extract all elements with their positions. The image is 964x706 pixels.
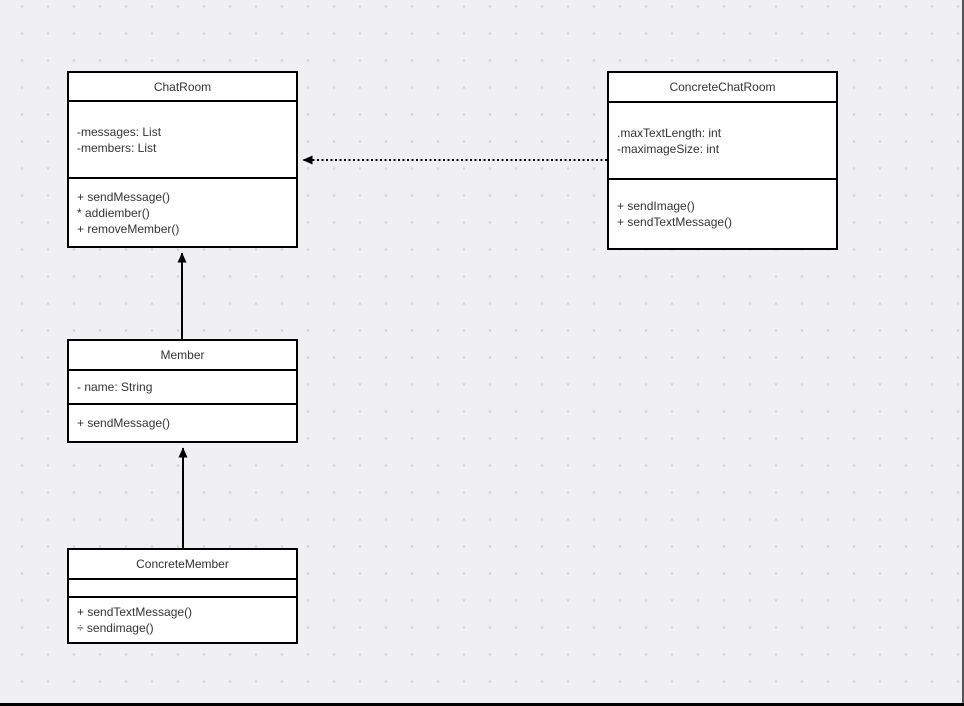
class-member-methods: + sendMessage() [69,405,296,441]
class-concretemember-attributes [69,580,296,598]
class-member-attributes: - name: String [69,371,296,405]
attribute: -messages: List [77,124,162,139]
class-chatroom-title: ChatRoom [69,73,296,102]
class-concretechatroom-attributes: .maxTextLength: int -maximageSize: int [609,103,836,180]
method: * addiember() [77,205,150,220]
class-member[interactable]: Member - name: String + sendMessage() [67,339,298,443]
attribute: - name: String [77,380,153,394]
class-member-title: Member [69,341,296,371]
attribute: -maximageSize: int [617,141,720,156]
class-chatroom[interactable]: ChatRoom -messages: List -members: List … [67,71,298,248]
class-chatroom-methods: + sendMessage() * addiember() + removeMe… [69,179,296,246]
class-concretemember-methods: + sendTextMessage() ÷ sendimage() [69,598,296,642]
method: + sendTextMessage() [77,605,193,619]
attribute: -members: List [77,140,157,155]
method: + sendMessage() [77,416,171,430]
page-boundary-line [0,703,964,706]
method: + sendImage() [617,199,695,213]
method: + sendMessage() [77,189,171,204]
attribute: .maxTextLength: int [617,125,722,140]
method: + sendTextMessage() [617,215,733,229]
method: + removeMember() [77,221,180,236]
class-chatroom-attributes: -messages: List -members: List [69,102,296,179]
class-concretechatroom-methods: + sendImage() + sendTextMessage() [609,180,836,248]
class-concretemember[interactable]: ConcreteMember + sendTextMessage() ÷ sen… [67,548,298,644]
class-concretechatroom[interactable]: ConcreteChatRoom .maxTextLength: int -ma… [607,71,838,250]
method: ÷ sendimage() [77,621,154,635]
class-concretechatroom-title: ConcreteChatRoom [609,73,836,103]
class-concretemember-title: ConcreteMember [69,550,296,580]
canvas-right-edge [962,0,964,706]
